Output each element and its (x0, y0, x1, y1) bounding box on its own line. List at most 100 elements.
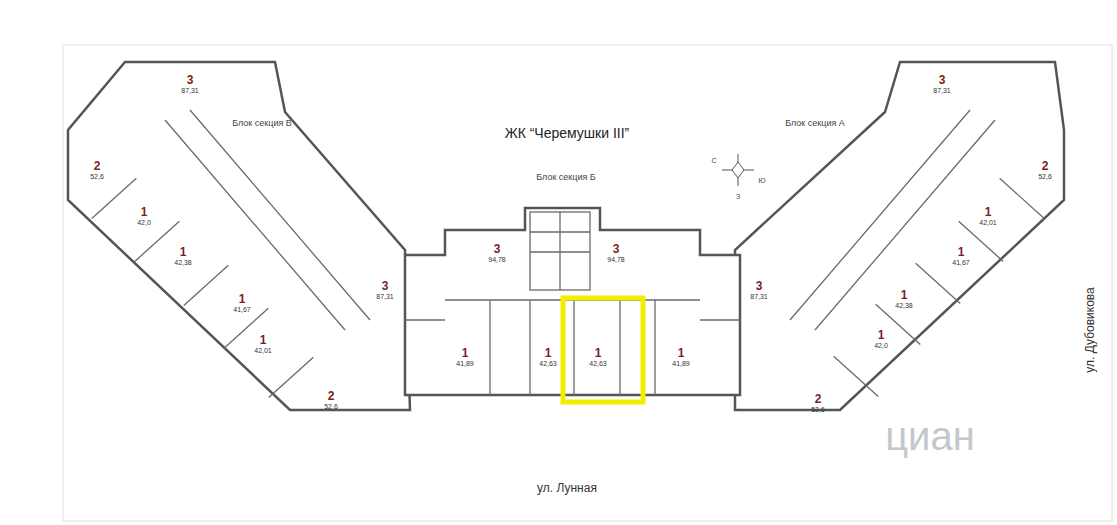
apartment: 142,38 (893, 288, 915, 310)
area-value: 42,38 (895, 302, 913, 309)
apartment: 387,31 (931, 73, 953, 95)
area-value: 41,89 (672, 360, 690, 367)
area-value: 42,38 (174, 259, 192, 266)
title: ЖК “Черемушки III” (505, 125, 630, 141)
area-value: 42,01 (979, 219, 997, 226)
partition-wall (700, 319, 740, 320)
section-name: Блок секция А (785, 118, 845, 128)
area-value: 87,31 (933, 87, 951, 94)
apartment: 142,38 (172, 245, 194, 267)
partition-wall (184, 265, 229, 305)
apartment: 142,01 (977, 205, 999, 227)
apartment: 141,89 (670, 346, 692, 368)
area-value: 52,6 (90, 173, 104, 180)
wing-outline (735, 62, 1064, 410)
partition-wall (135, 221, 180, 261)
partition-wall (959, 221, 1004, 261)
partition-wall (619, 300, 620, 395)
area-value: 42,63 (589, 360, 607, 367)
room-count: 2 (1038, 160, 1052, 173)
partition-wall (405, 319, 445, 320)
area-value: 87,31 (376, 293, 394, 300)
apartment: 141,89 (454, 346, 476, 368)
apartment: 387,31 (374, 279, 396, 301)
stair-step (559, 212, 560, 290)
street-name: ул. Лунная (537, 481, 597, 495)
partition-wall (834, 356, 879, 396)
area-value: 41,89 (456, 360, 474, 367)
area-value: 42,0 (137, 219, 151, 226)
compass-letter: Ю (758, 177, 765, 184)
apartment: 252,6 (322, 389, 340, 411)
area-value: 94,78 (607, 256, 625, 263)
partition-wall (529, 300, 530, 395)
apartment: 142,63 (537, 346, 559, 368)
room-count: 1 (895, 289, 913, 302)
corridor-wall (790, 110, 970, 320)
apartment: 141,67 (231, 292, 253, 314)
room-count: 1 (254, 334, 272, 347)
room-count: 1 (233, 293, 251, 306)
highlight-frame (563, 298, 643, 402)
apartment: 142,63 (587, 346, 609, 368)
street-name: ул. Дубовикова (1083, 287, 1097, 373)
apartment: 142,0 (135, 205, 153, 227)
apartment: 142,01 (252, 333, 274, 355)
area-value: 41,67 (952, 259, 970, 266)
apartment: 252,6 (809, 392, 827, 414)
area-value: 41,67 (233, 306, 251, 313)
apartment: 141,67 (950, 245, 972, 267)
partition-wall (654, 300, 655, 395)
room-count: 1 (456, 347, 474, 360)
room-count: 3 (607, 243, 625, 256)
area-value: 42,63 (539, 360, 557, 367)
area-value: 42,0 (874, 342, 888, 349)
room-count: 1 (952, 246, 970, 259)
apartment: 394,78 (605, 242, 627, 264)
apartment: 394,78 (486, 242, 508, 264)
block-outline (405, 208, 740, 395)
room-count: 2 (811, 393, 825, 406)
partition-wall (573, 300, 574, 395)
apartment: 387,31 (748, 279, 770, 301)
apartment: 252,6 (88, 159, 106, 181)
area-value: 87,31 (750, 293, 768, 300)
area-value: 52,6 (1038, 173, 1052, 180)
room-count: 1 (979, 206, 997, 219)
room-count: 3 (933, 74, 951, 87)
watermark: циан (885, 414, 975, 459)
room-count: 1 (589, 347, 607, 360)
apartment: 142,0 (872, 328, 890, 350)
area-value: 94,78 (488, 256, 506, 263)
area-value: 87,31 (181, 87, 199, 94)
corridor-wall (190, 110, 370, 320)
apartment: 387,31 (179, 73, 201, 95)
partition-wall (1000, 178, 1045, 218)
wing-outline (68, 62, 410, 410)
area-value: 42,01 (254, 347, 272, 354)
partition-wall (916, 263, 961, 303)
partition-wall (269, 357, 314, 397)
room-count: 1 (174, 246, 192, 259)
corridor-wall (815, 120, 995, 330)
room-count: 1 (539, 347, 557, 360)
partition-wall (489, 300, 490, 395)
room-count: 1 (672, 347, 690, 360)
apartment: 252,6 (1036, 159, 1054, 181)
room-count: 2 (90, 160, 104, 173)
room-count: 2 (324, 390, 338, 403)
stair-core (530, 212, 590, 290)
partition-wall (92, 178, 137, 218)
area-value: 52,6 (324, 403, 338, 410)
section-name: Блок секция В (232, 118, 292, 128)
section-name: Блок секция Б (536, 172, 596, 182)
room-count: 3 (376, 280, 394, 293)
room-count: 1 (137, 206, 151, 219)
area-value: 52,6 (811, 406, 825, 413)
room-count: 3 (750, 280, 768, 293)
room-count: 1 (874, 329, 888, 342)
room-count: 3 (488, 243, 506, 256)
corridor-wall (165, 120, 345, 330)
room-count: 3 (181, 74, 199, 87)
